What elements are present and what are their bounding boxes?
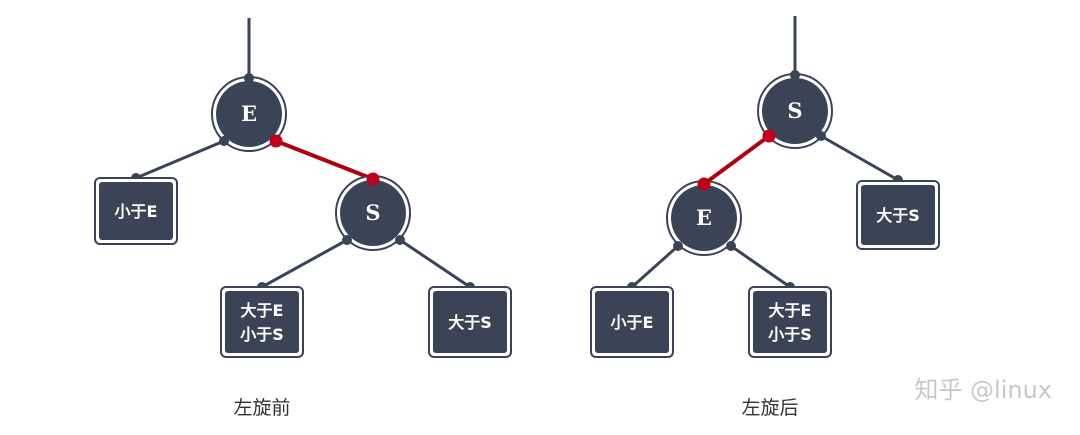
tree-before: E S 小于E 大于E 小于S 大于S 左旋前 (94, 18, 512, 419)
box-between (225, 291, 299, 353)
box-between (753, 291, 827, 353)
edge-e-to-mid (730, 244, 791, 289)
box-less-e-label: 小于E (115, 202, 158, 221)
highlight-dot (366, 172, 380, 186)
node-e-label: E (241, 101, 257, 126)
dot (726, 241, 736, 251)
edge-e-to-s-highlight (275, 139, 374, 181)
edge-s-to-mid (261, 238, 348, 289)
dot (219, 136, 229, 146)
edge-e-to-less-e (135, 139, 225, 180)
dot (395, 235, 405, 245)
highlight-dot (269, 134, 283, 148)
dot (816, 131, 826, 141)
node-s (762, 78, 828, 144)
node-e (671, 185, 737, 251)
box-greater-s-label: 大于S (876, 206, 920, 225)
dot (673, 241, 683, 251)
node-s-label: S (365, 200, 380, 225)
edge-e-to-less-e (631, 244, 679, 289)
dot (244, 73, 254, 83)
box-less-e (595, 291, 669, 353)
dot (790, 70, 800, 80)
box-greater-s (861, 185, 935, 245)
watermark: 知乎 @linux (914, 376, 1052, 404)
tree-after: S E 大于S 小于E 大于E 小于S 左旋后 (590, 16, 940, 419)
box-between-label-1: 大于E (769, 301, 812, 320)
edge-s-to-greater-s (820, 134, 899, 182)
box-greater-s (433, 291, 507, 353)
caption-before: 左旋前 (233, 397, 290, 419)
box-between-label-1: 大于E (241, 301, 284, 320)
node-e-label: E (696, 205, 712, 230)
caption-after: 左旋后 (741, 397, 798, 419)
box-between-label-2: 小于S (768, 325, 812, 344)
node-s-label: S (787, 98, 802, 123)
box-greater-s-label: 大于S (448, 313, 492, 332)
box-less-e-label: 小于E (611, 313, 654, 332)
dot (342, 235, 352, 245)
node-s (340, 180, 406, 246)
highlight-dot (762, 129, 776, 143)
node-e (216, 81, 282, 147)
highlight-dot (697, 177, 711, 191)
edge-s-to-e-highlight (702, 134, 771, 186)
box-between-label-2: 小于S (240, 325, 284, 344)
edge-s-to-greater-s (399, 238, 471, 289)
box-less-e (99, 182, 173, 240)
